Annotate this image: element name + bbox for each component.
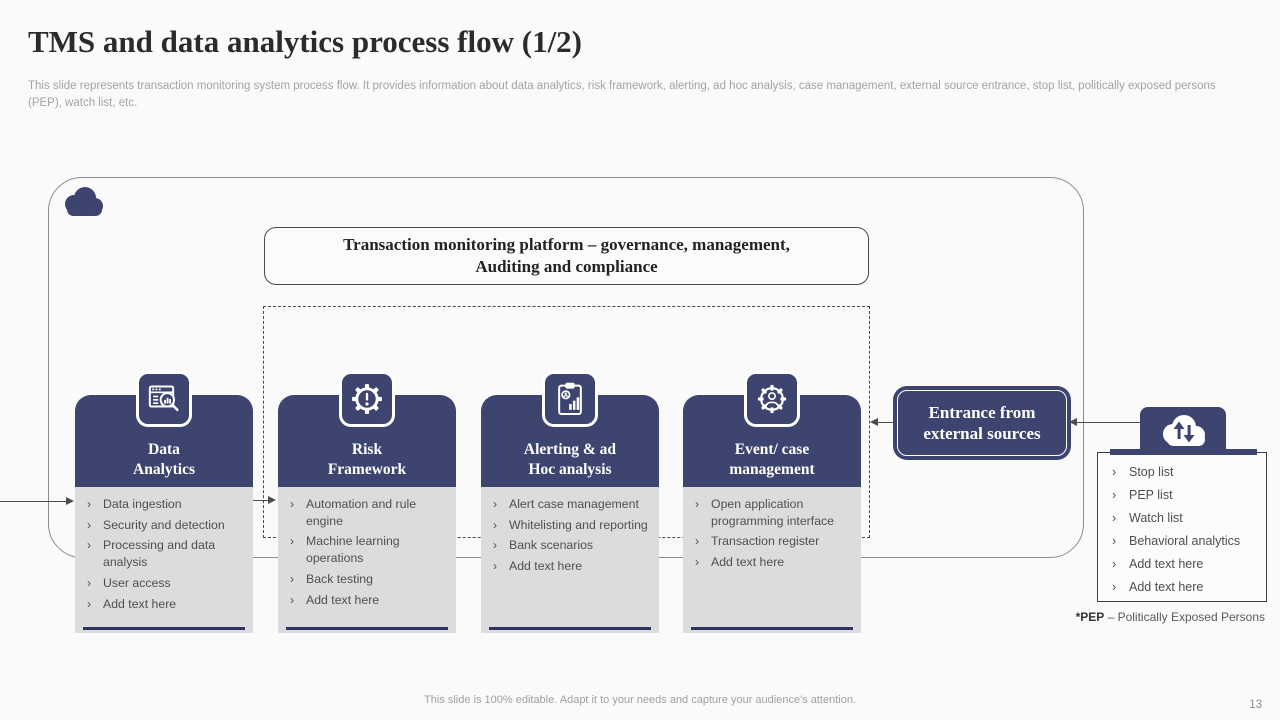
flow-arrow-into-card1	[66, 497, 74, 505]
list-item: ›Add text here	[1112, 580, 1204, 594]
external-sources-list: ›Stop list ›PEP list ›Watch list ›Behavi…	[1097, 452, 1267, 602]
list-item: ›Processing and data analysis	[87, 538, 216, 570]
card-accent-bar	[691, 627, 853, 630]
list-item: ›Transaction register	[695, 534, 820, 549]
card-item-list: ›Automation and rule engine ›Machine lea…	[278, 487, 456, 633]
flow-arrow-into-card2	[268, 496, 276, 504]
list-item: ›Add text here	[493, 559, 583, 574]
governance-line2: Auditing and compliance	[475, 257, 658, 276]
analytics-magnifier-icon	[136, 371, 192, 427]
list-item: ›Add text here	[87, 596, 177, 611]
card-item-list: ›Open application programming interface …	[683, 487, 861, 633]
card-title: Data Analytics	[75, 395, 253, 487]
flow-line-cloud-to-entrance	[1076, 422, 1140, 423]
governance-line1: Transaction monitoring platform – govern…	[343, 234, 790, 254]
flow-arrow-into-entrance	[1069, 418, 1077, 426]
card-risk-framework: Risk Framework ›Automation and rule engi…	[278, 371, 456, 633]
flow-line-card1-card2	[253, 500, 269, 501]
flow-line-entry	[0, 501, 66, 502]
list-item: ›Alert case management	[493, 497, 639, 511]
list-item: ›Watch list	[1112, 511, 1183, 525]
card-accent-bar	[489, 627, 651, 630]
card-accent-bar	[286, 627, 448, 630]
list-item: ›Automation and rule engine	[290, 497, 417, 528]
list-item: ›Security and detection	[87, 517, 225, 532]
slide-description: This slide represents transaction monito…	[28, 80, 1216, 109]
list-item: ›Add text here	[290, 592, 380, 607]
card-item-list: ›Data ingestion ›Security and detection …	[75, 487, 253, 633]
list-item: ›Whitelisting and reporting	[493, 517, 648, 532]
card-item-list: ›Alert case management ›Whitelisting and…	[481, 487, 659, 633]
page-number: 13	[1249, 699, 1262, 711]
list-item: ›Open application programming interface	[695, 497, 835, 528]
list-item: ›Back testing	[290, 571, 373, 586]
entrance-external-sources-box: Entrance from external sources	[897, 390, 1067, 456]
card-data-analytics: Data Analytics ›Data ingestion ›Security…	[75, 371, 253, 633]
cloud-sync-icon	[1163, 415, 1205, 446]
list-item: ›Add text here	[1112, 557, 1204, 571]
pep-footnote: *PEP – Politically Exposed Persons	[1075, 610, 1265, 624]
card-event-case: Event/ case management ›Open application…	[683, 371, 861, 633]
cloud-icon	[65, 187, 103, 216]
flow-arrow-into-dashed-box	[870, 418, 878, 426]
clipboard-analytics-icon	[542, 371, 598, 427]
cloud-panel-bar	[1110, 449, 1257, 455]
list-item: ›PEP list	[1112, 488, 1173, 502]
cloud-sync-header	[1140, 407, 1226, 453]
list-item: ›Machine learning operations	[290, 534, 400, 566]
page-title: TMS and data analytics process flow (1/2…	[28, 24, 583, 59]
gear-alert-icon	[339, 371, 395, 427]
list-item: ›User access	[87, 575, 171, 590]
editable-note: This slide is 100% editable. Adapt it to…	[424, 694, 856, 706]
gear-user-icon	[744, 371, 800, 427]
list-item: ›Data ingestion	[87, 497, 182, 511]
list-item: ›Bank scenarios	[493, 538, 594, 553]
governance-box: Transaction monitoring platform – govern…	[264, 227, 869, 285]
list-item: ›Stop list	[1112, 465, 1174, 479]
list-item: ›Add text here	[695, 555, 785, 570]
card-accent-bar	[83, 627, 245, 630]
flow-line-entrance-to-box	[877, 422, 897, 423]
list-item: ›Behavioral analytics	[1112, 534, 1241, 548]
card-alerting-adhoc: Alerting & ad Hoc analysis ›Alert case m…	[481, 371, 659, 633]
